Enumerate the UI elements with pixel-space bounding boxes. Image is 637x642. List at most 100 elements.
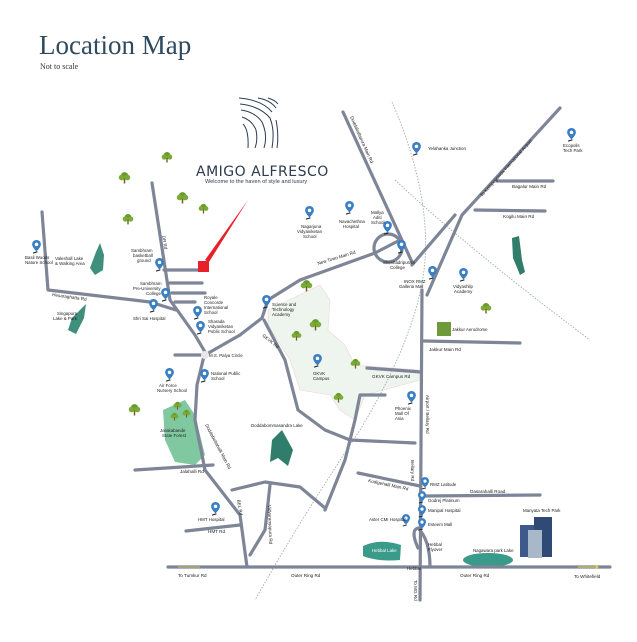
ecopolis-pin-icon[interactable] [567, 128, 576, 142]
road-outer-ring-west: Outer Ring Rd [291, 573, 321, 578]
mallya-pin-icon[interactable] [383, 221, 392, 235]
label-esteem: Esteem Mall [428, 522, 452, 527]
label-yelahanka: Yelahanka Junction [428, 146, 466, 151]
label-valeshall-lake: Valeshall Lake& Walking Area [55, 256, 85, 266]
right-lake [512, 236, 525, 275]
amigo-alfresco-logo [238, 97, 279, 149]
tree-icon [118, 172, 131, 184]
tree-icon [480, 303, 492, 314]
road-tumkur: To Tumkur Rd [178, 573, 207, 578]
road-jalahalli: Jalahalli Rd [180, 469, 204, 474]
project-location-marker[interactable] [198, 261, 209, 272]
navachethna-pin-icon[interactable] [345, 201, 354, 215]
yelahanka-pin-icon[interactable] [412, 142, 421, 156]
label-nagawara: Nagawara park Lake [473, 548, 514, 553]
gkvk-campus-area [267, 284, 421, 421]
road-vidyaranyapura: Vidyaranyapura Rd [267, 505, 273, 545]
road-gkvk-campus: GKVK Campus Rd [372, 374, 411, 379]
nagarjuna-pin-icon[interactable] [305, 206, 314, 220]
manyata-buildings-icon [520, 517, 552, 558]
basil-woods-pin-icon[interactable] [32, 240, 41, 254]
sharada-pin-icon[interactable] [196, 321, 205, 335]
tree-icon [176, 192, 189, 204]
road-jakkur: Jakkur Main Rd [429, 347, 461, 352]
label-manipal: Manipal Hospital [428, 508, 460, 513]
nagawara-lake [463, 553, 513, 567]
road-mg: To MG Rd [413, 580, 418, 601]
phoenix-pin-icon[interactable] [407, 391, 416, 405]
vidyashilp-pin-icon[interactable] [459, 268, 468, 282]
label-ms-palya-circle: M.S. Palya Circle [209, 353, 243, 358]
sheshadri-pin-icon[interactable] [397, 240, 406, 254]
royale-pin-icon[interactable] [193, 306, 202, 320]
road-hesaraghatta: Hesaraghatta Rd [52, 292, 88, 302]
project-pointer [205, 200, 248, 262]
road-bel: BEL Rd [236, 499, 244, 516]
road-outer-ring-east: Outer Ring Rd [460, 573, 490, 578]
label-aster: Aster CMI Hospital [369, 517, 406, 522]
label-hmt-hospital: HMT Hospital [198, 517, 225, 522]
road-doddabettahalli: Doddabettahalli Main Rd [204, 423, 232, 470]
doddabommasandra-lake [270, 430, 293, 466]
hebbal-lake [363, 541, 401, 561]
singapura-lake [68, 304, 86, 334]
sambhram-ground-pin-icon[interactable] [155, 258, 164, 272]
road-airport-bellary: Airport / Bellary Rd [425, 395, 430, 434]
road-doddaballapura: Doddaballapura Main Rd [349, 115, 374, 164]
page-title: Location Map [39, 30, 192, 60]
label-sai-hospital: Shri Sai Hospital [133, 316, 165, 321]
railway-line [254, 101, 426, 601]
road-dasarahalli: Dasarahalli Road [470, 489, 506, 494]
label-godrej: Godrej Platinum [428, 498, 460, 503]
railway-line-east [394, 179, 591, 341]
nps-pin-icon[interactable] [200, 369, 209, 383]
scale-note: Not to scale [40, 62, 79, 71]
label-hebbal-lake: Hebbal Lake [372, 548, 397, 553]
road-kogilu: Kogilu Main Rd [503, 214, 535, 219]
airforce-pin-icon[interactable] [165, 368, 174, 382]
tree-icon [122, 214, 134, 225]
label-manyata: Manyata Tech Park [523, 508, 561, 513]
label-hebbal: Hebbal [407, 566, 421, 571]
valeshall-lake [90, 243, 104, 275]
direction-arrow-east [578, 564, 599, 570]
road-whitefield: To Whitefield [574, 574, 601, 579]
roads [40, 106, 612, 602]
road-dr: DR Rd [161, 235, 168, 250]
label-rmz: RMZ Latitude [430, 482, 457, 487]
hmt-hospital-pin-icon[interactable] [211, 502, 220, 516]
road-bellary: Bellary Rd [410, 460, 415, 482]
road-hmt: HMT Rd [208, 529, 225, 534]
sai-hospital-pin-icon[interactable] [149, 299, 158, 313]
brand-tagline: Welcome to the haven of style and luxury [205, 179, 307, 185]
road-bagalur: Bagalur Main Rd [512, 184, 547, 189]
brand-name: AMIGO ALFRESCO [196, 164, 329, 180]
science-academy-pin-icon[interactable] [262, 295, 271, 309]
tree-icon [161, 152, 173, 163]
ms-palya-circle-marker [201, 351, 209, 359]
tree-icon [198, 203, 209, 214]
jakkur-aerodrome-icon [437, 322, 451, 336]
